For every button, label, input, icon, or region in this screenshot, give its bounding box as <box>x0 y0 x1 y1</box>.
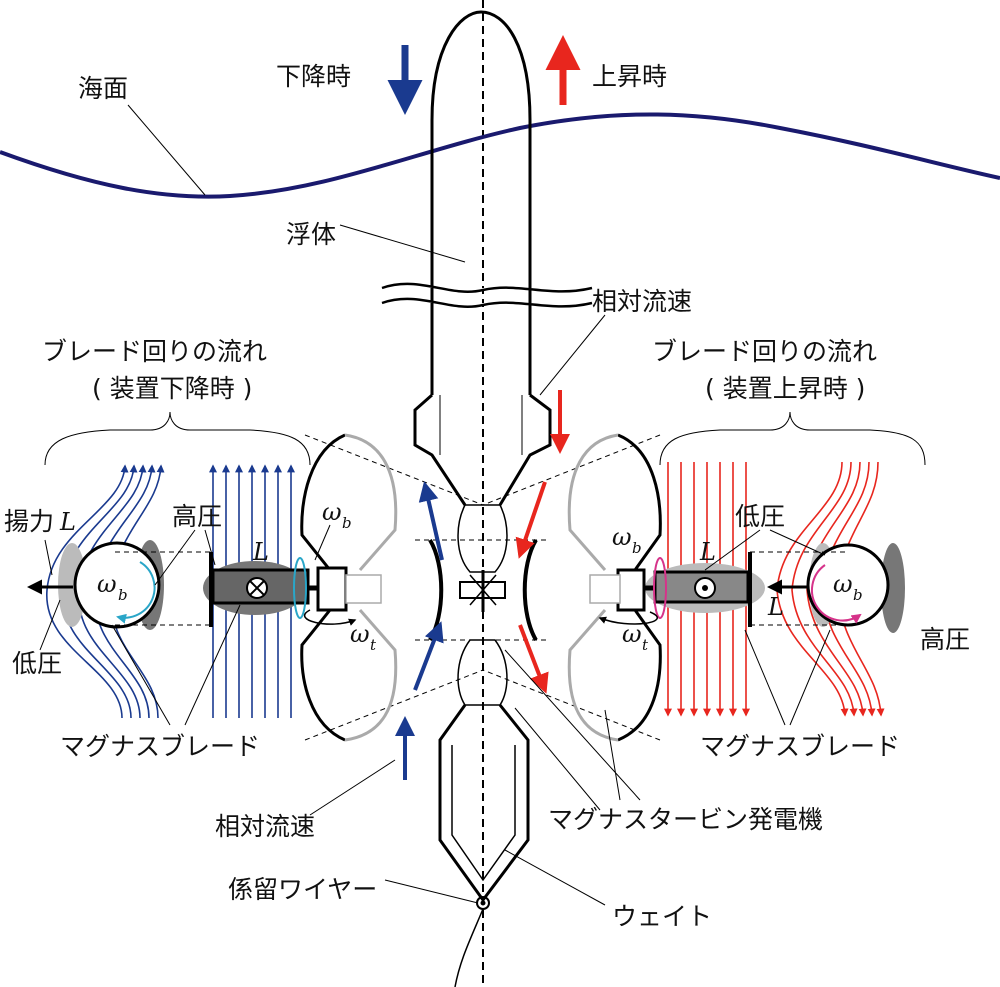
label-relative-flow-bottom: 相対流速 <box>215 812 315 841</box>
label-magnus-blade-right: マグナスブレード <box>700 732 900 761</box>
right-turbine-rotation-icon <box>598 611 658 625</box>
label-lift-symbol-blade-right: L <box>699 538 716 566</box>
svg-text:ω: ω <box>97 570 117 598</box>
leader-lines <box>39 314 831 906</box>
svg-text:ω: ω <box>322 498 342 526</box>
svg-text:ω: ω <box>833 570 853 598</box>
right-magnus-blade <box>644 543 905 633</box>
label-flow-right-sub: ( 装置上昇時 ) <box>705 374 865 403</box>
label-descending: 下降時 <box>276 62 351 91</box>
label-high-pressure-left: 高圧 <box>172 502 222 531</box>
svg-text:b: b <box>632 539 642 557</box>
svg-text:ω: ω <box>622 620 642 648</box>
svg-text:b: b <box>342 514 352 532</box>
svg-text:b: b <box>118 586 128 604</box>
svg-text:ω: ω <box>612 523 632 551</box>
left-magnus-blade <box>27 540 318 630</box>
break-marks <box>381 282 593 308</box>
label-magnus-blade-left: マグナスブレード <box>60 732 260 761</box>
right-brace <box>659 411 926 466</box>
streamline <box>791 461 858 717</box>
label-mooring-wire: 係留ワイヤー <box>228 875 377 904</box>
label-low-pressure-left: 低圧 <box>12 649 62 678</box>
label-float-body: 浮体 <box>286 220 336 249</box>
label-lift-symbol-right: L <box>767 593 784 621</box>
streamline <box>46 464 129 719</box>
svg-text:t: t <box>642 636 649 654</box>
label-magnus-turbine-generator: マグナスタービン発電機 <box>548 805 823 834</box>
svg-text:ω: ω <box>350 620 370 648</box>
label-ascending: 上昇時 <box>592 62 667 91</box>
label-flow-left-title: ブレード回りの流れ <box>42 337 267 366</box>
left-brace <box>44 411 311 466</box>
label-flow-right-title: ブレード回りの流れ <box>652 337 877 366</box>
cone-dashed-lines <box>304 434 661 741</box>
label-lift-symbol-blade-left: L <box>252 538 269 566</box>
label-relative-flow-top: 相対流速 <box>592 287 692 316</box>
label-lift-symbol-left: L <box>59 508 76 536</box>
label-lift: 揚力 <box>4 507 54 536</box>
label-low-pressure-right: 低圧 <box>735 502 785 531</box>
svg-text:b: b <box>853 586 863 604</box>
label-flow-left-sub: ( 装置下降時 ) <box>92 374 252 403</box>
sea-surface-line <box>0 112 1000 199</box>
relative-flow-arrows <box>395 390 570 780</box>
right-turbine-housing <box>567 433 662 742</box>
left-turbine-rotation-icon <box>303 609 357 626</box>
label-weight: ウェイト <box>612 902 712 931</box>
label-high-pressure-right: 高圧 <box>920 625 970 654</box>
label-sea-surface: 海面 <box>78 74 128 103</box>
float-body <box>413 10 552 903</box>
sea-surface-leader <box>127 104 206 196</box>
svg-text:t: t <box>370 636 377 654</box>
float-body-leader <box>339 224 466 263</box>
